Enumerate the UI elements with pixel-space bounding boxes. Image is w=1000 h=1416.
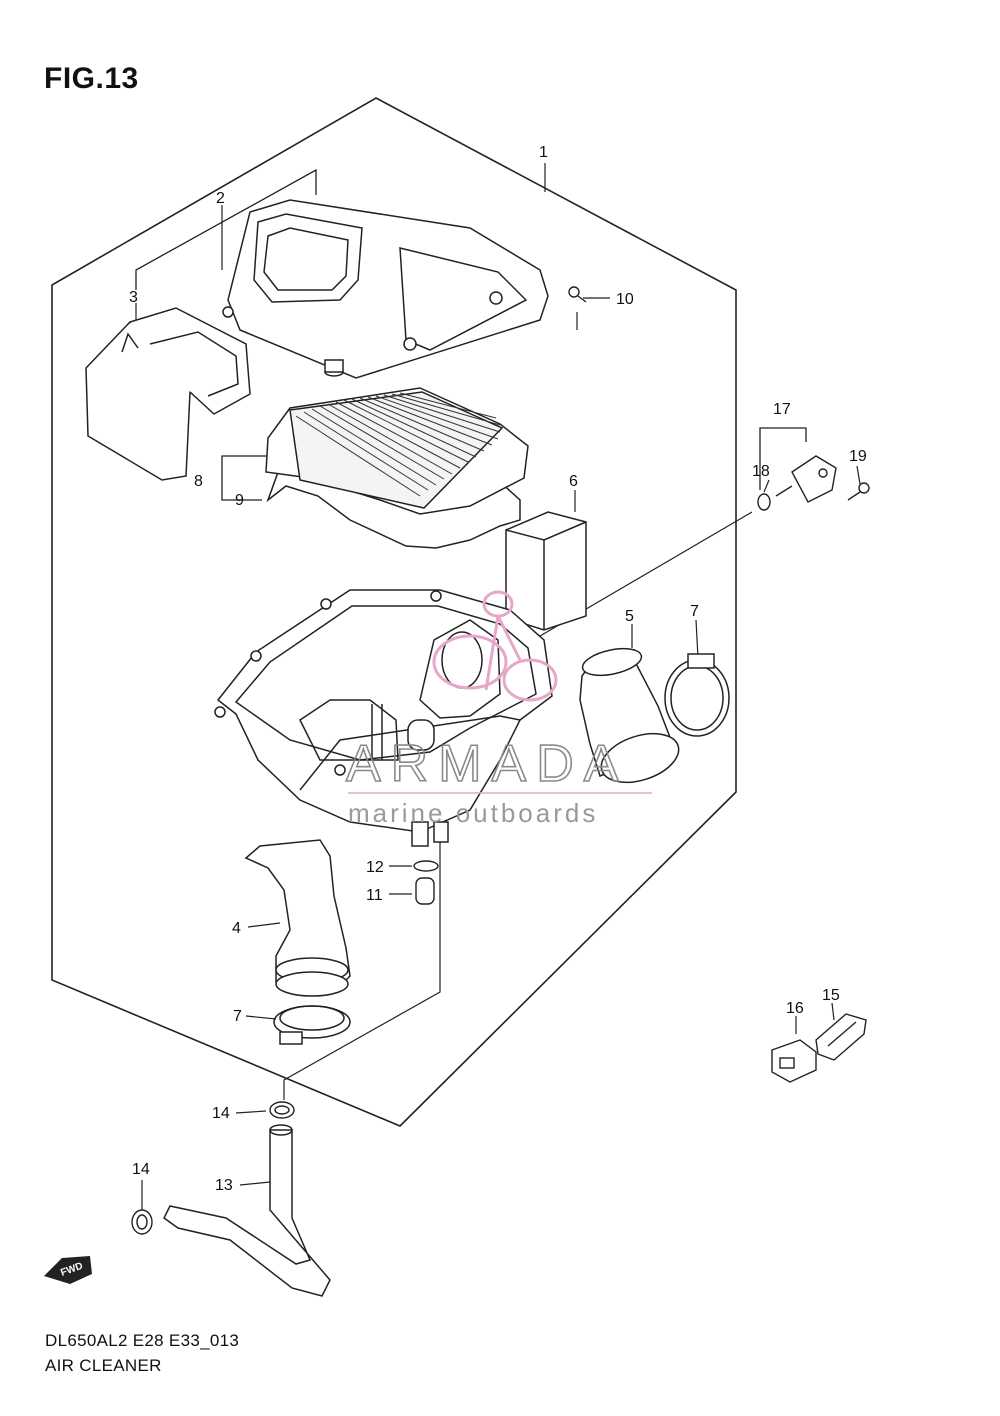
figure-name: AIR CLEANER — [45, 1356, 162, 1375]
part-outlet-tube — [579, 647, 680, 784]
part-clamp-lower — [273, 1005, 351, 1045]
callout-14-lower: 14 — [132, 1161, 150, 1178]
part-hose-clip-upper — [269, 1101, 295, 1119]
callout-15: 15 — [822, 987, 840, 1004]
part-lower-hose — [244, 839, 351, 997]
callout-8: 8 — [194, 473, 203, 490]
part-o-ring-18 — [757, 493, 771, 511]
callout-3: 3 — [129, 289, 138, 306]
part-screw-10 — [568, 286, 587, 303]
callout-12: 12 — [366, 859, 384, 876]
callout-4: 4 — [232, 920, 241, 937]
filter-pleats — [295, 392, 501, 497]
part-lower-case — [214, 589, 553, 847]
callout-6: 6 — [569, 473, 578, 490]
callout-7-lower: 7 — [233, 1008, 242, 1025]
part-clip-12 — [413, 860, 439, 872]
callout-18: 18 — [752, 463, 770, 480]
callout-9: 9 — [235, 492, 244, 509]
callout-11: 11 — [366, 887, 383, 904]
forward-arrow-icon: FWD — [44, 1256, 92, 1284]
callout-5: 5 — [625, 608, 634, 625]
callout-17: 17 — [773, 401, 791, 418]
part-cap-11 — [415, 877, 435, 905]
part-screw-19 — [847, 482, 870, 501]
figure-title: FIG.13 — [44, 62, 139, 95]
callout-10: 10 — [616, 291, 634, 308]
group-brackets — [135, 168, 807, 501]
callout-14-upper: 14 — [212, 1105, 230, 1122]
part-filter-element — [265, 387, 529, 549]
part-hose-clip-lower — [131, 1209, 153, 1235]
callout-19: 19 — [849, 448, 867, 465]
watermark: ARMADA marine outboards — [345, 590, 652, 828]
leader-lines — [135, 163, 861, 1210]
part-foam-pad — [505, 511, 587, 631]
callout-7-right: 7 — [690, 603, 699, 620]
part-drain-hose — [163, 1124, 331, 1297]
part-upper-cover — [222, 199, 549, 379]
callout-2: 2 — [216, 190, 225, 207]
part-clamp-right — [664, 653, 730, 737]
watermark-tagline: marine outboards — [348, 798, 598, 828]
part-sensor-17 — [775, 455, 837, 503]
watermark-brand: ARMADA — [346, 735, 628, 793]
callout-16: 16 — [786, 1000, 804, 1017]
part-connector-15 — [815, 1013, 867, 1061]
part-intake-duct — [85, 307, 251, 481]
callout-labels: 1 2 3 4 5 6 7 7 8 9 10 11 12 13 14 14 15… — [129, 144, 867, 1194]
part-cap-16 — [771, 1039, 817, 1083]
callout-1: 1 — [539, 144, 548, 161]
figure-code: DL650AL2 E28 E33_013 — [45, 1331, 240, 1350]
callout-13: 13 — [215, 1177, 233, 1194]
watermark-logo-icon — [432, 590, 558, 702]
assembly-outline — [51, 97, 737, 1127]
